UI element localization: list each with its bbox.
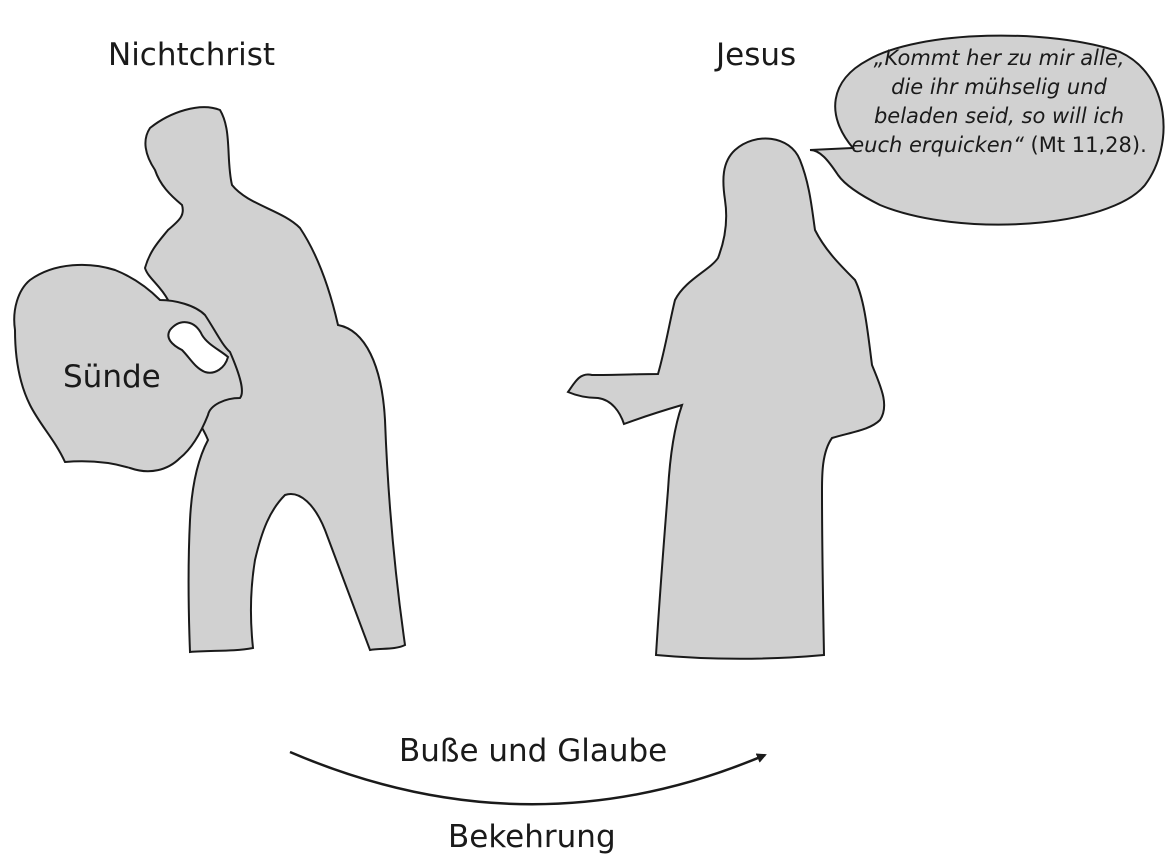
quote-line-1: „Kommt her zu mir alle, [838, 44, 1160, 73]
conversion-label: Bekehrung [448, 822, 616, 853]
jesus-figure [568, 139, 884, 659]
arrow-label: Buße und Glaube [399, 736, 667, 767]
quote-line-4-text: euch erquicken“ [851, 133, 1024, 157]
jesus-label: Jesus [716, 40, 796, 71]
bible-reference: (Mt 11,28). [1024, 133, 1147, 157]
sin-label: Sünde [63, 362, 161, 393]
quote-line-2: die ihr mühselig und [838, 73, 1160, 102]
nonchristian-label: Nichtchrist [108, 40, 275, 71]
quote-line-3: beladen seid, so will ich [838, 102, 1160, 131]
quote-line-4: euch erquicken“ (Mt 11,28). [838, 131, 1160, 160]
speech-bubble-text: „Kommt her zu mir alle, die ihr mühselig… [838, 44, 1160, 160]
